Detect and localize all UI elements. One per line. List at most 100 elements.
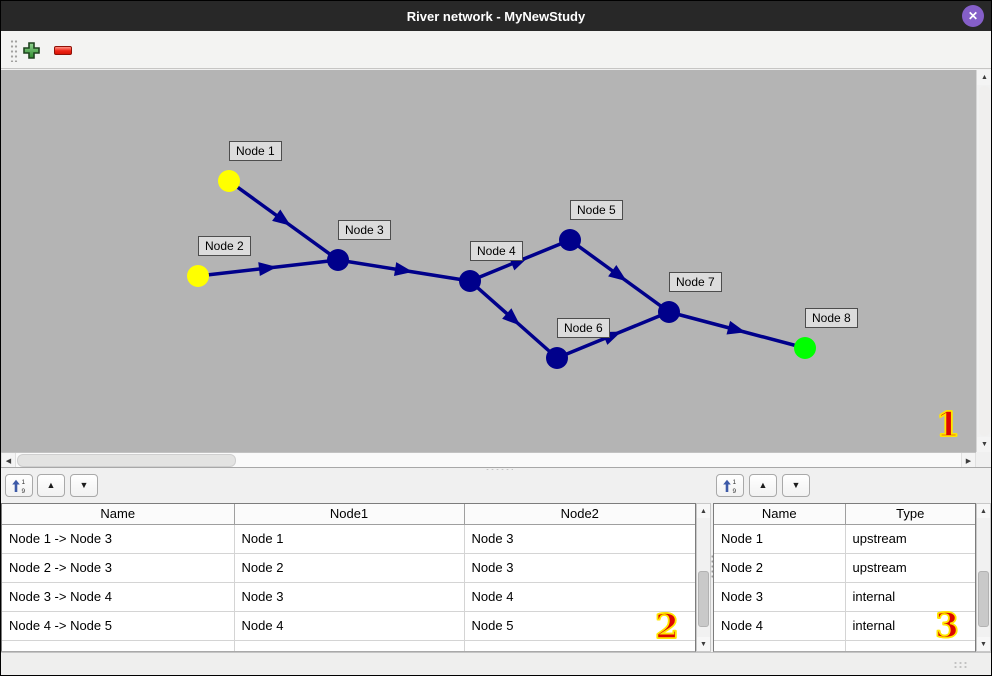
node-label: Node 7 xyxy=(669,272,722,292)
add-button[interactable] xyxy=(19,38,43,62)
node-label: Node 6 xyxy=(557,318,610,338)
up-arrow-icon: ▲ xyxy=(46,480,56,490)
add-plus-icon xyxy=(22,41,40,59)
sort-ascending-icon: 1 9 xyxy=(723,479,737,494)
river-node[interactable] xyxy=(327,249,349,271)
river-node[interactable] xyxy=(459,270,481,292)
river-reach-edge xyxy=(468,279,559,360)
node-label: Node 3 xyxy=(338,220,391,240)
canvas-vscroll-thumb[interactable] xyxy=(979,86,990,436)
table-row-partial xyxy=(714,640,975,651)
table-cell: internal xyxy=(845,582,975,612)
column-header-type[interactable]: Type xyxy=(845,504,975,525)
tables-panel: 1 9 ▲ ▼ 1 9 ▲ ▼ xyxy=(1,470,991,652)
status-bar xyxy=(1,652,991,675)
column-header-name[interactable]: Name xyxy=(2,504,235,525)
remove-button[interactable] xyxy=(51,38,75,62)
table-cell: upstream xyxy=(845,524,975,554)
table-cell: Node 3 xyxy=(464,524,695,554)
table-row-partial xyxy=(2,640,695,651)
scroll-up-arrow-icon[interactable]: ▲ xyxy=(977,70,991,85)
nodes-table-header-row[interactable]: Name Type xyxy=(714,504,975,525)
edges-table-scroll-thumb[interactable] xyxy=(698,571,709,627)
node-label: Node 5 xyxy=(570,200,623,220)
nodes-table-scrollbar[interactable]: ▲ ▼ xyxy=(976,503,991,652)
main-toolbar xyxy=(1,31,991,69)
canvas-hscroll-thumb[interactable] xyxy=(17,454,236,467)
edges-table-scrollbar[interactable]: ▲ ▼ xyxy=(696,503,711,652)
titlebar: River network - MyNewStudy ✕ xyxy=(1,1,991,31)
river-reach-edge xyxy=(568,238,671,314)
column-header-name[interactable]: Name xyxy=(714,504,846,525)
remove-minus-icon xyxy=(54,45,72,55)
horizontal-splitter[interactable] xyxy=(1,467,991,470)
sort-ascending-icon: 1 9 xyxy=(12,479,26,494)
node-label: Node 2 xyxy=(198,236,251,256)
table-cell: Node 4 xyxy=(464,582,695,612)
river-reach-edge xyxy=(337,258,471,283)
table-cell: Node 5 xyxy=(464,611,695,641)
river-reach-edge xyxy=(556,310,670,360)
scroll-down-arrow-icon[interactable]: ▼ xyxy=(977,637,990,651)
scroll-down-arrow-icon[interactable]: ▼ xyxy=(977,437,991,452)
move-up-button-nodes[interactable]: ▲ xyxy=(749,474,777,497)
table-cell: Node 2 xyxy=(714,553,846,583)
column-header-node1[interactable]: Node1 xyxy=(234,504,465,525)
river-node[interactable] xyxy=(218,170,240,192)
resize-grip-icon[interactable] xyxy=(953,661,969,670)
scroll-left-arrow-icon[interactable]: ◀ xyxy=(1,453,16,468)
river-reach-edge xyxy=(668,310,806,350)
table-cell: Node 2 xyxy=(234,553,465,583)
table-cell: Node 1 xyxy=(714,524,846,554)
svg-text:1: 1 xyxy=(733,479,737,486)
table-cell: Node 3 xyxy=(464,553,695,583)
canvas-vertical-scrollbar[interactable]: ▲ ▼ xyxy=(976,70,991,452)
column-header-node2[interactable]: Node2 xyxy=(464,504,695,525)
vertical-splitter-grip[interactable] xyxy=(711,554,714,578)
svg-text:9: 9 xyxy=(733,488,737,494)
river-node[interactable] xyxy=(187,265,209,287)
scroll-up-arrow-icon[interactable]: ▲ xyxy=(697,504,710,518)
svg-text:9: 9 xyxy=(22,488,26,494)
scroll-right-arrow-icon[interactable]: ▶ xyxy=(961,453,976,468)
sort-button-edges[interactable]: 1 9 xyxy=(5,474,33,497)
table-cell: Node 4 xyxy=(714,611,846,641)
nodes-table-scroll-thumb[interactable] xyxy=(978,571,989,627)
river-node[interactable] xyxy=(658,301,680,323)
table-cell: Node 2 -> Node 3 xyxy=(2,553,235,583)
move-up-button-edges[interactable]: ▲ xyxy=(37,474,65,497)
svg-text:1: 1 xyxy=(22,479,26,486)
river-node[interactable] xyxy=(546,347,568,369)
close-button[interactable]: ✕ xyxy=(962,5,984,27)
river-node[interactable] xyxy=(794,337,816,359)
table-cell: Node 4 -> Node 5 xyxy=(2,611,235,641)
scroll-up-arrow-icon[interactable]: ▲ xyxy=(977,504,990,518)
edges-table-header-row[interactable]: Name Node1 Node2 xyxy=(2,504,695,525)
river-reach-edge xyxy=(227,179,340,262)
move-down-button-nodes[interactable]: ▼ xyxy=(782,474,810,497)
table-cell: Node 1 -> Node 3 xyxy=(2,524,235,554)
node-label: Node 1 xyxy=(229,141,282,161)
sort-button-nodes[interactable]: 1 9 xyxy=(716,474,744,497)
canvas-horizontal-scrollbar[interactable]: ◀ ▶ xyxy=(1,452,976,468)
table-cell: Node 3 -> Node 4 xyxy=(2,582,235,612)
river-node[interactable] xyxy=(559,229,581,251)
down-arrow-icon: ▼ xyxy=(79,480,89,490)
move-down-button-edges[interactable]: ▼ xyxy=(70,474,98,497)
scroll-down-arrow-icon[interactable]: ▼ xyxy=(697,637,710,651)
node-label: Node 8 xyxy=(805,308,858,328)
table-cell: Node 4 xyxy=(234,611,465,641)
toolbar-grip-handle[interactable] xyxy=(10,39,18,62)
table-cell: Node 3 xyxy=(234,582,465,612)
